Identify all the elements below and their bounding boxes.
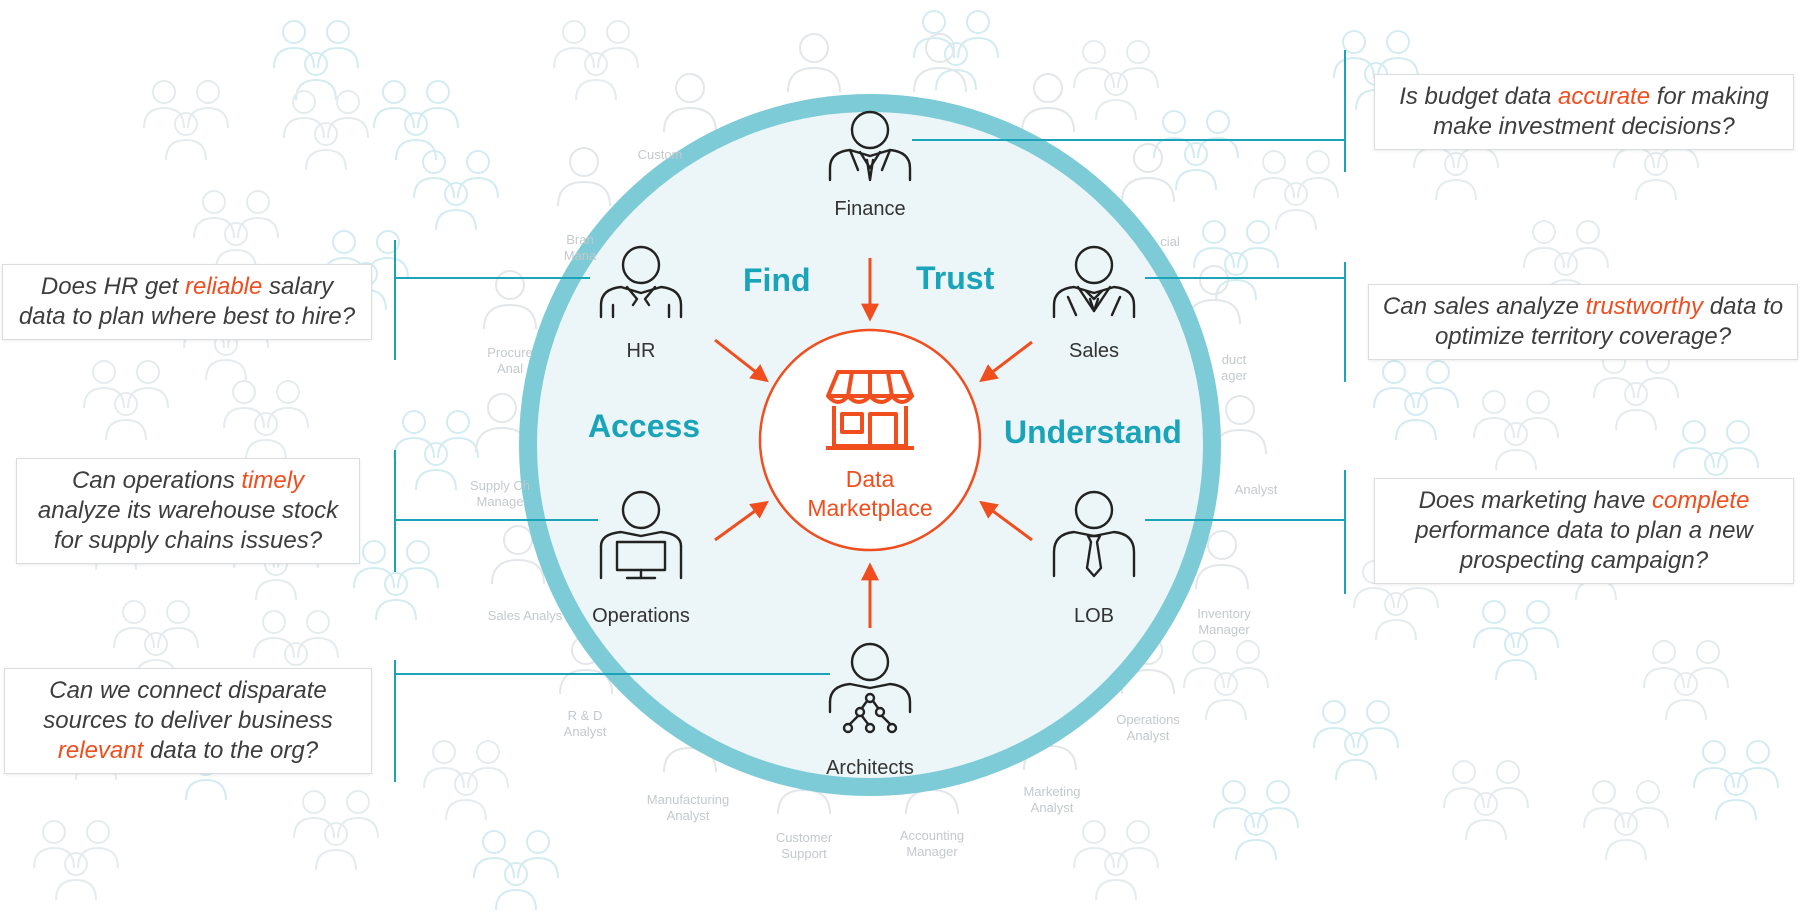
bg-role-rd-line1: R & D <box>567 708 603 723</box>
bg-role-accounting-line2: Manager <box>906 844 958 859</box>
question-box-hr: Does HR get reliable salary data to plan… <box>2 264 372 340</box>
question-box-connect: Can we connect disparate sources to deli… <box>4 668 372 774</box>
verb-find: Find <box>743 262 811 298</box>
bg-role-sales-analyst: Sales Analys <box>487 608 563 623</box>
bg-role-customer-support: Customer Support <box>744 830 864 862</box>
q-ops-post: analyze its warehouse stock for supply c… <box>37 497 339 554</box>
bg-role-inventory-line1: Inventory <box>1197 606 1251 621</box>
bg-role-supply-line2: Manage <box>476 494 524 509</box>
bg-role-customer: Custom <box>637 147 683 162</box>
q-marketing-highlight: complete <box>1652 487 1750 514</box>
question-box-operations: Can operations timely analyze its wareho… <box>16 458 360 564</box>
q-marketing-pre: Does marketing have <box>1418 487 1653 514</box>
bg-role-inventory-line2: Manager <box>1198 622 1250 637</box>
bg-role-marketing-line2: Analyst <box>1030 800 1074 815</box>
lob-person-icon <box>1052 490 1136 578</box>
q-budget-highlight: accurate <box>1558 83 1651 110</box>
persona-label-finance: Finance <box>834 198 906 220</box>
bg-role-rd-line2: Analyst <box>563 724 607 739</box>
bg-role-manufacturing-line1: Manufacturing <box>646 792 730 807</box>
sales-person-icon <box>1052 245 1136 319</box>
bg-role-manufacturing: Manufacturing Analyst <box>628 792 748 824</box>
bg-role-brand-manager: Bran Mana <box>520 232 640 264</box>
bg-role-operations-analyst: Operations Analyst <box>1088 712 1208 744</box>
q-hr-pre: Does HR get <box>40 273 185 300</box>
persona-label-sales: Sales <box>1068 340 1120 362</box>
q-ops-pre: Can operations <box>71 467 242 494</box>
bg-role-ops-line2: Analyst <box>1126 728 1170 743</box>
bg-role-support-line1: Customer <box>775 830 833 845</box>
bg-role-inventory-manager: Inventory Manager <box>1164 606 1284 638</box>
q-sales-highlight: trustworthy <box>1585 293 1704 320</box>
marketplace-label-line2: Marketplace <box>807 495 933 521</box>
q-budget-pre: Is budget data <box>1399 83 1558 110</box>
bg-role-brand-line2: Mana <box>563 248 597 263</box>
persona-label-operations: Operations <box>592 605 690 627</box>
bg-role-accounting: Accounting Manager <box>872 828 992 860</box>
question-box-budget: Is budget data accurate for making make … <box>1374 74 1794 150</box>
bg-role-procurement: Procure Anal <box>450 345 570 377</box>
bg-role-product-line1: duct <box>1221 352 1247 367</box>
bg-role-marketing-line1: Marketing <box>1023 784 1081 799</box>
operations-person-icon <box>599 490 683 580</box>
q-connect-post: data to the org? <box>143 737 319 764</box>
bg-role-cial: cial <box>1160 234 1180 249</box>
bg-role-manufacturing-line2: Analyst <box>666 808 710 823</box>
bg-role-product-manager: duct ager <box>1174 352 1294 384</box>
bg-role-brand-line1: Bran <box>566 232 594 247</box>
bg-role-procurement-line1: Procure <box>487 345 533 360</box>
bg-role-supply-chain: Supply Ch Manage <box>440 478 560 510</box>
bg-role-product-line2: ager <box>1220 368 1248 383</box>
q-sales-pre: Can sales analyze <box>1382 293 1586 320</box>
bg-role-supply-line1: Supply Ch <box>470 478 530 493</box>
arrows <box>714 258 1033 628</box>
persona-label-architects: Architects <box>826 757 914 779</box>
q-connect-highlight: relevant <box>57 737 144 764</box>
verb-access: Access <box>588 408 701 444</box>
verb-trust: Trust <box>916 260 995 296</box>
storefront-icon <box>826 370 914 450</box>
marketplace-label-line1: Data <box>845 466 895 492</box>
q-sales-post: data to optimize territory coverage? <box>1434 293 1784 350</box>
bg-role-marketing-analyst: Marketing Analyst <box>992 784 1112 816</box>
bg-role-ops-line1: Operations <box>1116 712 1180 727</box>
q-connect-pre: Can we connect disparate sources to deli… <box>43 677 333 734</box>
persona-label-hr: HR <box>626 340 656 362</box>
marketplace-label: Data Marketplace <box>790 465 950 523</box>
question-box-marketing: Does marketing have complete performance… <box>1374 478 1794 584</box>
q-ops-highlight: timely <box>241 467 305 494</box>
finance-person-icon <box>828 110 912 182</box>
verb-understand: Understand <box>1004 414 1182 450</box>
architects-person-icon <box>828 642 912 734</box>
persona-label-lob: LOB <box>1073 605 1115 627</box>
bg-role-accounting-line1: Accounting <box>899 828 965 843</box>
q-marketing-post: performance data to plan a new prospecti… <box>1415 517 1753 574</box>
bg-role-support-line2: Support <box>781 846 827 861</box>
hr-person-icon <box>599 245 683 319</box>
q-budget-post: for making make investment decisions? <box>1433 83 1769 140</box>
bg-role-procurement-line2: Anal <box>496 361 524 376</box>
q-hr-highlight: reliable <box>184 273 263 300</box>
question-box-sales: Can sales analyze trustworthy data to op… <box>1368 284 1798 360</box>
bg-role-rd-analyst: R & D Analyst <box>525 708 645 740</box>
connector-lines <box>394 50 1346 782</box>
q-hr-post: salary data to plan where best to hire? <box>18 273 356 330</box>
bg-role-analyst: Analyst <box>1234 482 1278 497</box>
